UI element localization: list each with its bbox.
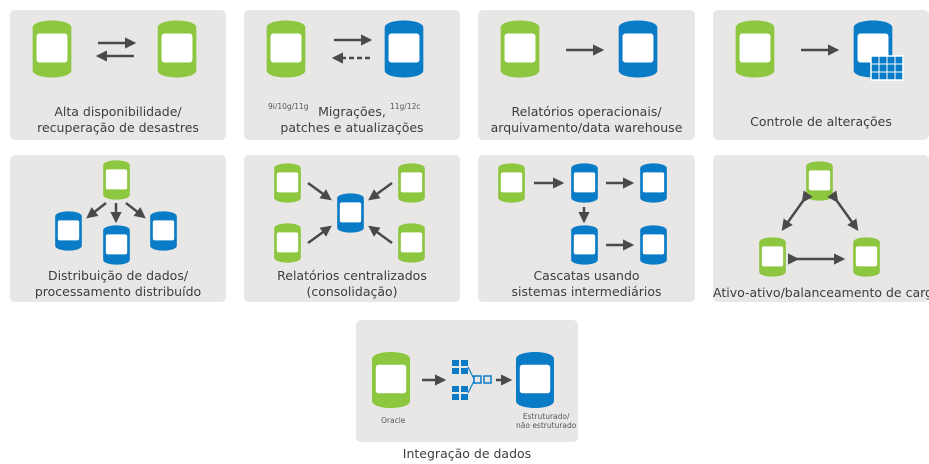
tile-change-control: Controle de alterações: [713, 10, 929, 140]
high-availability-diagram: [32, 20, 197, 78]
database-green-icon: [103, 160, 130, 200]
database-green-icon: [266, 20, 306, 78]
right-version-label: 11g/12c: [390, 102, 421, 111]
arrow-icon: [307, 225, 332, 245]
tile-caption-line1: Alta disponibilidade/: [54, 104, 182, 119]
database-green-icon: [372, 351, 410, 409]
database-green-icon: [853, 237, 880, 277]
database-blue-icon: [618, 20, 658, 78]
tile-caption-line2: (consolidação): [306, 284, 398, 299]
tile-caption-line1: Ativo-ativo/balanceamento de carga: [713, 285, 929, 300]
tile-cascades: Cascatas usando sistemas intermediários: [478, 155, 695, 302]
target-label-line1: Estruturado/: [522, 412, 570, 421]
tile-active-active: Ativo-ativo/balanceamento de carga: [713, 155, 929, 302]
tile-caption-line1: Controle de alterações: [750, 114, 892, 129]
tile-caption-line1: Relatórios centralizados: [277, 268, 427, 283]
database-green-icon: [274, 223, 301, 263]
database-green-icon: [398, 163, 425, 203]
database-blue-icon: [640, 225, 667, 265]
double-arrow-icon: [781, 190, 813, 231]
database-green-icon: [806, 161, 833, 201]
tile-caption-line1: Cascatas usando: [533, 268, 640, 283]
double-arrow-icon: [827, 190, 859, 231]
arrow-icon: [86, 202, 107, 219]
target-label-line2: não estruturado: [516, 421, 577, 430]
source-label: Oracle: [381, 416, 406, 425]
tile-caption-line1: Migrações,: [318, 104, 386, 119]
tile-caption-line2: sistemas intermediários: [511, 284, 662, 299]
arrow-icon: [307, 181, 332, 201]
spreadsheet-icon: [870, 55, 904, 81]
database-green-icon: [500, 20, 540, 78]
arrow-icon: [368, 181, 393, 201]
database-blue-icon: [103, 225, 130, 265]
operational-reports-diagram: [500, 20, 658, 78]
tile-operational-reports: Relatórios operacionais/ arquivamento/da…: [478, 10, 695, 140]
tile-caption-line1: Integração de dados: [402, 446, 532, 461]
active-active-diagram: [759, 161, 880, 277]
database-green-icon: [759, 237, 786, 277]
tile-caption-line1: Relatórios operacionais/: [511, 104, 662, 119]
arrow-icon: [125, 202, 146, 219]
left-version-label: 9i/10g/11g: [268, 102, 309, 111]
tile-migrations: 9i/10g/11g 11g/12c Migrações, patches e …: [244, 10, 460, 140]
centralized-reports-diagram: [274, 163, 425, 263]
database-blue-icon: [516, 351, 554, 409]
database-blue-icon: [150, 211, 177, 251]
database-blue-icon: [337, 193, 364, 233]
data-integration-diagram: [372, 351, 554, 409]
tile-caption-line1: Distribuição de dados/: [47, 268, 189, 283]
database-green-icon: [32, 20, 72, 78]
database-green-icon: [157, 20, 197, 78]
data-distribution-diagram: [55, 160, 177, 265]
tile-caption-line2: processamento distribuído: [34, 284, 202, 299]
cascades-diagram: [498, 163, 667, 265]
tile-caption-line2: arquivamento/data warehouse: [490, 120, 683, 135]
tile-caption-line2: patches e atualizações: [280, 120, 424, 135]
database-blue-icon: [571, 163, 598, 203]
database-green-icon: [274, 163, 301, 203]
tile-high-availability: Alta disponibilidade/ recuperação de des…: [10, 10, 226, 140]
database-blue-icon: [55, 211, 82, 251]
tile-caption-line2: recuperação de desastres: [37, 120, 199, 135]
transformation-network-icon: [452, 360, 492, 400]
database-green-icon: [498, 163, 525, 203]
database-green-icon: [398, 223, 425, 263]
migrations-diagram: [266, 20, 424, 78]
tile-centralized-reports: Relatórios centralizados (consolidação): [244, 155, 460, 302]
tile-data-integration: Oracle Estruturado/ não estruturado: [356, 320, 578, 442]
database-blue-icon: [384, 20, 424, 78]
database-blue-icon: [640, 163, 667, 203]
change-control-diagram: [735, 20, 904, 81]
arrow-icon: [368, 225, 393, 245]
tile-data-distribution: Distribuição de dados/ processamento dis…: [10, 155, 226, 302]
database-blue-icon: [571, 225, 598, 265]
database-green-icon: [735, 20, 775, 78]
